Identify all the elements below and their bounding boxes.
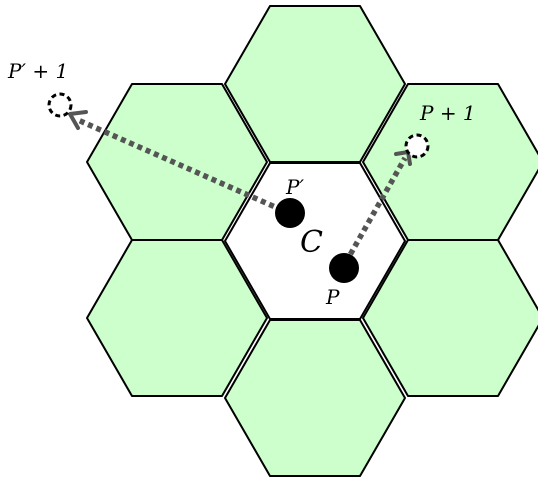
label-p-prime-next: P′ + 1 xyxy=(7,59,68,83)
particle-p-prime xyxy=(275,198,305,228)
arrow-p-prime-line xyxy=(76,117,284,213)
label-p-prime: P′ xyxy=(285,175,304,199)
hex-cell-center xyxy=(224,162,406,320)
hex-cell-lower-right xyxy=(362,239,538,397)
ghost-p-prime-next xyxy=(47,92,73,118)
label-center-cell: C xyxy=(300,225,323,260)
arrow-p-line xyxy=(343,156,408,264)
label-p: P xyxy=(325,285,340,309)
ghost-p-next xyxy=(404,133,430,159)
label-p-next: P + 1 xyxy=(419,101,476,125)
hex-cell-upper-left xyxy=(86,83,268,241)
arrow-p-prime-head xyxy=(68,110,88,130)
particle-p xyxy=(329,253,359,283)
